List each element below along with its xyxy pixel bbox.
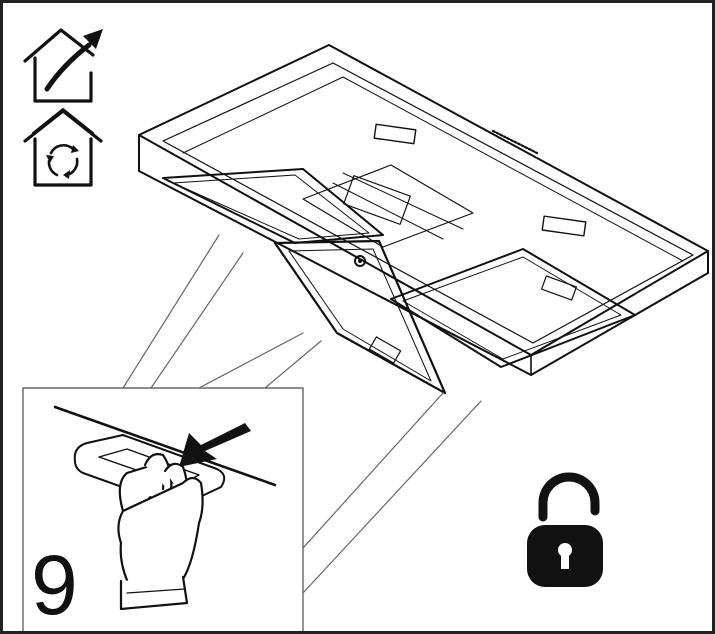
push-arrow-icon [179, 423, 251, 467]
step-number: 9 [31, 538, 78, 632]
hand-icon [117, 453, 204, 611]
cooker-hood-drawing [138, 44, 709, 395]
house-recirculation-icon [23, 108, 103, 187]
house-extraction-icon [23, 28, 103, 103]
step-illustration [22, 28, 709, 631]
padlock-open-icon [527, 472, 603, 587]
detail-callout-lines [122, 234, 482, 594]
detail-inset [22, 387, 304, 631]
